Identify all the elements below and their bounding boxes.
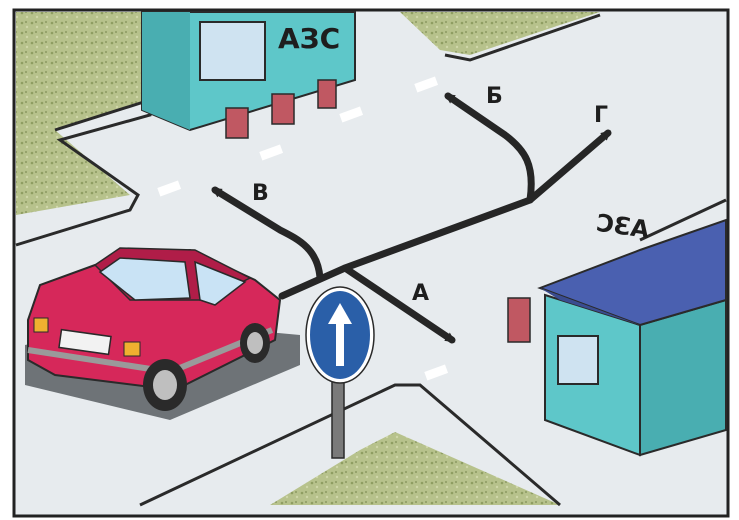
gas-station-right-window (558, 336, 598, 384)
route-label-b: Б (486, 84, 503, 109)
fuel-pump-2 (272, 94, 294, 124)
route-label-g: Г (594, 103, 608, 128)
fuel-pump-right (508, 298, 530, 342)
fuel-pump-1 (226, 108, 248, 138)
route-label-a: А (412, 281, 429, 306)
route-label-v: В (252, 181, 269, 206)
fuel-pump-3 (318, 80, 336, 108)
gas-station-top-window (200, 22, 265, 80)
gas-station-top-sign: АЗС (278, 22, 340, 55)
